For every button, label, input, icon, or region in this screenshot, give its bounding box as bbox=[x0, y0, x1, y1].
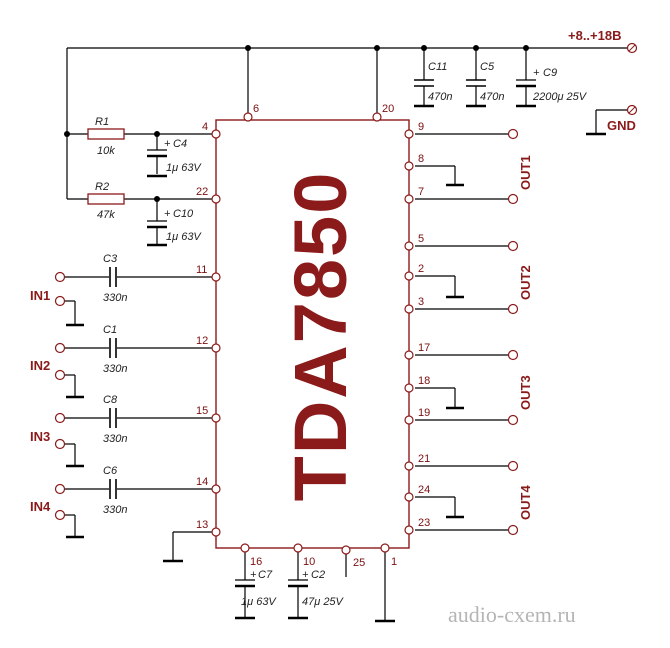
pin-18: 18 bbox=[418, 375, 430, 387]
pin-21: 21 bbox=[418, 453, 430, 465]
in3-label: IN3 bbox=[30, 429, 50, 444]
pin-numbers: 6 20 4 22 11 12 15 14 13 9 8 7 5 2 3 17 … bbox=[196, 103, 430, 569]
pin-19: 19 bbox=[418, 407, 430, 419]
c1-value: 330n bbox=[103, 363, 127, 375]
junctions bbox=[64, 45, 529, 202]
pin-25: 25 bbox=[353, 557, 365, 569]
pin-13: 13 bbox=[196, 519, 208, 531]
c3-value: 330n bbox=[103, 292, 127, 304]
pin-11: 11 bbox=[196, 264, 207, 276]
c6-value: 330n bbox=[103, 504, 127, 516]
c11-value: 470n bbox=[428, 91, 452, 103]
ground-symbols bbox=[66, 104, 606, 623]
c7-plus: + bbox=[250, 569, 257, 581]
resistor-r1 bbox=[87, 128, 125, 140]
r1-value: 10k bbox=[97, 145, 115, 157]
c9-value: 2200μ 25V bbox=[532, 91, 588, 103]
out2-label: OUT2 bbox=[518, 265, 533, 300]
pin-5: 5 bbox=[418, 233, 424, 245]
pin-22: 22 bbox=[196, 186, 208, 198]
pin-2: 2 bbox=[418, 263, 424, 275]
c4-value: 1μ 63V bbox=[166, 162, 202, 174]
watermark: audio-cxem.ru bbox=[448, 602, 576, 627]
ic-body bbox=[215, 119, 410, 549]
in2-label: IN2 bbox=[30, 358, 50, 373]
out1-label: OUT1 bbox=[518, 155, 533, 190]
pin-20: 20 bbox=[382, 103, 394, 115]
chip-label: TDA7850 bbox=[279, 171, 362, 502]
out4-label: OUT4 bbox=[518, 485, 533, 520]
c9-name: C9 bbox=[543, 67, 557, 79]
c5-name: C5 bbox=[480, 61, 495, 73]
c5-value: 470n bbox=[480, 91, 504, 103]
gnd-label: GND bbox=[607, 118, 636, 133]
pin-markers bbox=[211, 112, 414, 555]
c2-plus: + bbox=[302, 569, 309, 581]
capacitor-plates bbox=[109, 79, 536, 588]
wires bbox=[64, 47, 628, 620]
c11-name: C11 bbox=[428, 61, 447, 73]
pin-14: 14 bbox=[196, 476, 208, 488]
pin-1: 1 bbox=[391, 556, 397, 568]
r1-name: R1 bbox=[95, 116, 109, 128]
pin-8: 8 bbox=[418, 153, 424, 165]
r2-name: R2 bbox=[95, 181, 109, 193]
c8-value: 330n bbox=[103, 433, 127, 445]
pin-4: 4 bbox=[202, 121, 208, 133]
pin-17: 17 bbox=[418, 342, 430, 354]
c3-name: C3 bbox=[103, 253, 118, 265]
c10-plus: + bbox=[164, 208, 171, 220]
c4-plus: + bbox=[164, 138, 171, 150]
pin-15: 15 bbox=[196, 405, 208, 417]
c6-name: C6 bbox=[103, 465, 118, 477]
c1-name: C1 bbox=[103, 324, 117, 336]
pin-6: 6 bbox=[253, 103, 259, 115]
out3-label: OUT3 bbox=[518, 375, 533, 410]
pin-16: 16 bbox=[250, 556, 262, 568]
terminal-slashes bbox=[628, 44, 636, 114]
c7-name: C7 bbox=[258, 569, 273, 581]
in1-label: IN1 bbox=[30, 288, 50, 303]
c4-name: C4 bbox=[173, 138, 187, 150]
c2-value: 47μ 25V bbox=[302, 596, 345, 608]
c8-name: C8 bbox=[103, 394, 118, 406]
c10-name: C10 bbox=[173, 208, 194, 220]
pin-23: 23 bbox=[418, 517, 430, 529]
pin-3: 3 bbox=[418, 296, 424, 308]
pin-12: 12 bbox=[196, 335, 208, 347]
c7-value: 1μ 63V bbox=[241, 596, 277, 608]
r2-value: 47k bbox=[97, 209, 115, 221]
component-labels: R1 10k R2 47k + C4 1μ 63V + C10 1μ 63V C… bbox=[95, 61, 588, 608]
c10-value: 1μ 63V bbox=[166, 231, 202, 243]
in4-label: IN4 bbox=[30, 499, 51, 514]
vplus-label: +8..+18B bbox=[568, 28, 622, 43]
pin-7: 7 bbox=[418, 186, 424, 198]
pin-24: 24 bbox=[418, 484, 430, 496]
c9-plus: + bbox=[533, 67, 540, 79]
pin-9: 9 bbox=[418, 121, 424, 133]
c2-name: C2 bbox=[311, 569, 325, 581]
resistor-r2 bbox=[87, 193, 125, 205]
pin-10: 10 bbox=[303, 556, 315, 568]
